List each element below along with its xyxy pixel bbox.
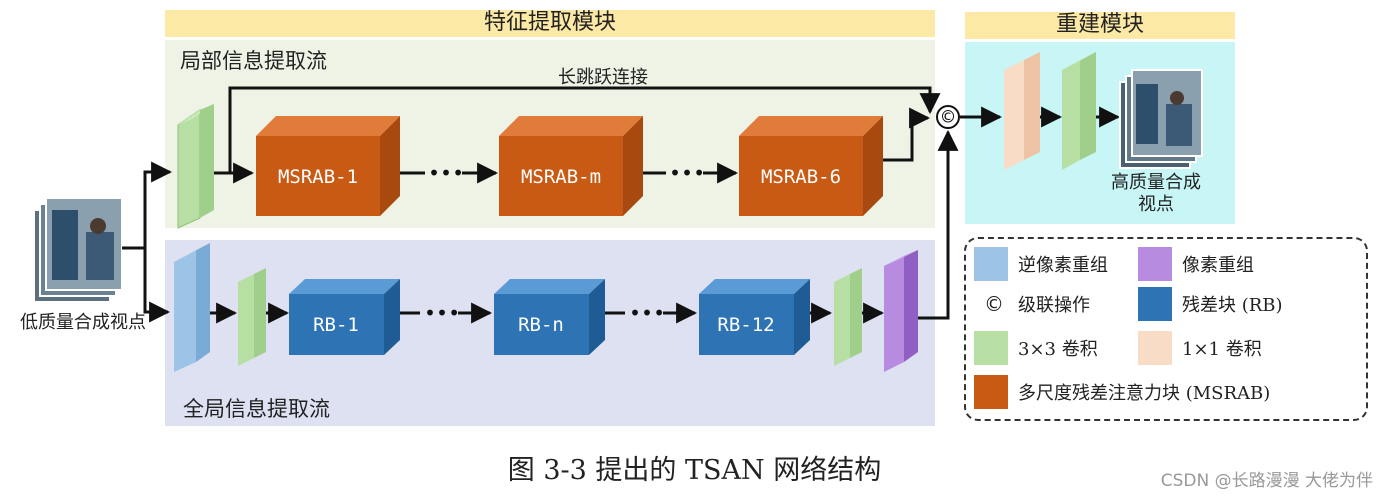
ellipsis-global-2: ••• <box>629 301 665 325</box>
rb-block-n: RB-n <box>494 279 605 355</box>
legend-item-residual-block: 残差块 (RB) <box>1138 287 1283 321</box>
ellipsis-local-1: ••• <box>428 161 464 185</box>
watermark: CSDN @长路漫漫 大佬为伴 <box>1160 471 1373 491</box>
msrab-1-label: MSRAB-1 <box>278 166 358 188</box>
recon-conv3-slab <box>1062 52 1096 170</box>
rb-1-label: RB-1 <box>313 314 359 336</box>
rb-n-label: RB-n <box>518 314 564 336</box>
msrab-block-6: MSRAB-6 <box>739 116 883 216</box>
feature-extraction-banner: 特征提取模块 <box>165 10 935 37</box>
ellipsis-global-1: ••• <box>424 301 460 325</box>
legend-label-conv3: 3×3 卷积 <box>1018 339 1098 360</box>
msrab-m-label: MSRAB-m <box>521 166 601 188</box>
skip-connection-label: 长跳跃连接 <box>558 67 648 88</box>
input-view-label: 低质量合成视点 <box>20 312 146 333</box>
legend-swatch-conv1 <box>1138 331 1172 365</box>
msrab-block-m: MSRAB-m <box>499 116 643 216</box>
legend-item-conv1: 1×1 卷积 <box>1138 331 1262 365</box>
legend-swatch-residual-block <box>1138 287 1172 321</box>
global-stream-title: 全局信息提取流 <box>183 397 330 421</box>
global-inverse-pixel-shuffle-slab <box>174 243 210 372</box>
reconstruction-banner: 重建模块 <box>965 12 1235 39</box>
legend-item-concat: © 级联操作 <box>980 291 1090 317</box>
legend-label-msrab: 多尺度残差注意力块 (MSRAB) <box>1018 383 1271 404</box>
ellipsis-local-2: ••• <box>669 161 705 185</box>
recon-conv1-slab <box>1004 52 1040 170</box>
input-image-stack <box>33 197 123 303</box>
msrab-block-1: MSRAB-1 <box>256 116 400 216</box>
local-stream-title: 局部信息提取流 <box>180 49 327 73</box>
local-conv3-slab <box>177 104 214 229</box>
legend-label-concat: 级联操作 <box>1018 295 1090 316</box>
concat-node <box>936 105 960 129</box>
global-conv3-slab <box>238 268 266 366</box>
global-pixel-shuffle-slab <box>884 250 918 372</box>
legend-label-pixel-shuffle: 像素重组 <box>1182 255 1254 276</box>
rb-block-1: RB-1 <box>289 279 400 355</box>
legend-swatch-inverse-pixel-shuffle <box>974 247 1008 281</box>
legend-label-residual-block: 残差块 (RB) <box>1182 295 1283 316</box>
legend-item-msrab: 多尺度残差注意力块 (MSRAB) <box>974 375 1270 409</box>
legend-swatch-conv3 <box>974 331 1008 365</box>
legend-concat-symbol: © <box>984 292 1004 316</box>
msrab-6-label: MSRAB-6 <box>761 166 841 188</box>
legend-label-inverse-pixel-shuffle: 逆像素重组 <box>1018 255 1108 276</box>
legend-item-conv3: 3×3 卷积 <box>974 331 1098 365</box>
legend: 逆像素重组 像素重组 © 级联操作 残差块 (RB) 3×3 卷积 1×1 卷积… <box>964 237 1368 421</box>
output-image-stack <box>1119 69 1203 169</box>
figure-caption: 图 3-3 提出的 TSAN 网络结构 <box>507 455 882 486</box>
legend-swatch-pixel-shuffle <box>1138 247 1172 281</box>
legend-swatch-msrab <box>974 375 1008 409</box>
legend-item-inverse-pixel-shuffle: 逆像素重组 <box>974 247 1108 281</box>
network-diagram: MSRAB-1 ••• MSRAB-m ••• MSRAB-6 RB-1 ••• <box>33 52 1203 372</box>
legend-label-conv1: 1×1 卷积 <box>1182 339 1262 360</box>
global-conv3-slab-out <box>834 268 862 366</box>
legend-item-pixel-shuffle: 像素重组 <box>1138 247 1254 281</box>
rb-12-label: RB-12 <box>717 314 774 336</box>
concat-node-symbol: © <box>942 105 955 129</box>
rb-block-12: RB-12 <box>699 279 810 355</box>
output-view-label: 高质量合成视点 <box>1111 172 1201 215</box>
